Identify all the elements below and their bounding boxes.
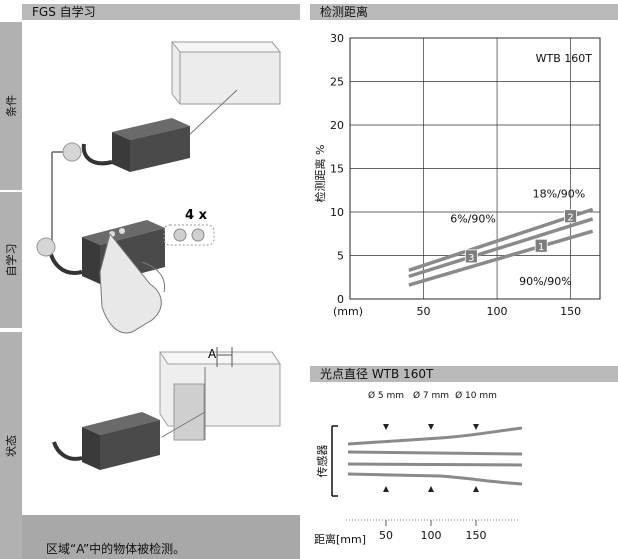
spot-arrow-top: [473, 424, 479, 430]
fgs-teach-title: FGS 自学习: [32, 5, 96, 19]
spot-diameter-label: Ø 7 mm: [413, 390, 449, 401]
range-series-marker-label: 2: [567, 213, 573, 224]
range-chart: 0 5 10 15 20 25 30 50 100 150 2 18%/90% 3 6%/90% 1 90%…: [313, 32, 601, 318]
spot-x-tick-label: 150: [466, 529, 487, 542]
range-x-tick-label: 150: [560, 305, 581, 318]
caption-text: 区域“A”中的物体被检测。: [46, 542, 186, 556]
spot-header: 光点直径 WTB 160T: [310, 366, 618, 382]
spot-arrow-top: [383, 424, 389, 430]
spot-chart-ylabel: 传感器: [316, 445, 329, 478]
range-header: 检测距离: [310, 4, 618, 20]
range-y-tick-label: 20: [330, 119, 344, 132]
spot-header-title: 光点直径 WTB 160T: [320, 367, 434, 381]
range-y-tick-label: 0: [337, 293, 344, 306]
spot-chart-xlabel: 距离[mm]: [314, 532, 366, 546]
sensor-status: [52, 411, 206, 470]
range-series-line: [408, 217, 594, 279]
spot-chart: Ø 5 mm Ø 7 mm Ø 10 mm 50 100 150 距离[mm] 传感器: [314, 390, 523, 546]
range-series-marker: [564, 209, 577, 224]
tab-condition: 条件: [0, 22, 22, 190]
range-series-label: 90%/90%: [519, 275, 572, 288]
range-series-marker: [464, 249, 478, 264]
range-series-line: [408, 207, 594, 272]
spot-arrow-bottom: [428, 486, 434, 492]
range-chart-title: WTB 160T: [536, 52, 593, 65]
range-chart-ylabel: 检测距离 %: [313, 145, 327, 203]
range-series-marker: [534, 238, 548, 253]
range-x-tick-label: 100: [487, 305, 508, 318]
range-y-tick-label: 30: [330, 32, 344, 45]
target-block-status: [159, 347, 281, 441]
tab-self-teach-label: 自学习: [5, 243, 18, 277]
sensor-condition: [62, 89, 238, 172]
range-y-tick-label: 10: [330, 206, 344, 219]
sensor-bracket: [331, 425, 338, 497]
led-indicator-icon: [163, 224, 215, 246]
spot-x-tick-label: 50: [379, 529, 393, 542]
beam-paths: [347, 426, 523, 486]
range-x-tick-label: 50: [417, 305, 431, 318]
spot-diameter-label: Ø 10 mm: [455, 390, 497, 401]
target-block-1: [170, 41, 282, 105]
range-series-marker-label: 3: [468, 253, 474, 264]
fgs-teach-header: FGS 自学习: [22, 4, 300, 20]
range-y-tick-label: 15: [330, 163, 344, 176]
hand-icon: [99, 232, 166, 334]
tab-self-teach: 自学习: [0, 192, 22, 328]
spot-x-tick-label: 100: [421, 529, 442, 542]
range-chart-xlabel: (mm): [333, 305, 363, 318]
zone-label-a: A: [208, 347, 217, 361]
teach-count: 4 x: [185, 208, 208, 223]
range-series-marker-label: 1: [538, 242, 544, 253]
range-y-tick-label: 5: [337, 250, 344, 263]
teach-illustration: 4 x A: [36, 41, 282, 470]
range-series-label: 18%/90%: [533, 187, 586, 200]
tab-status: 状态: [0, 332, 22, 559]
spot-arrow-bottom: [473, 486, 479, 492]
tab-status-label: 状态: [5, 434, 18, 457]
spot-diameter-label: Ø 5 mm: [368, 390, 404, 401]
range-series-label: 6%/90%: [450, 212, 496, 225]
range-header-title: 检测距离: [320, 5, 369, 19]
caption-box: 区域“A”中的物体被检测。: [22, 515, 300, 559]
range-series-line: [408, 229, 594, 287]
spot-arrow-bottom: [383, 486, 389, 492]
range-y-tick-label: 25: [330, 76, 344, 89]
spot-arrow-top: [428, 424, 434, 430]
tab-condition-label: 条件: [5, 95, 18, 117]
